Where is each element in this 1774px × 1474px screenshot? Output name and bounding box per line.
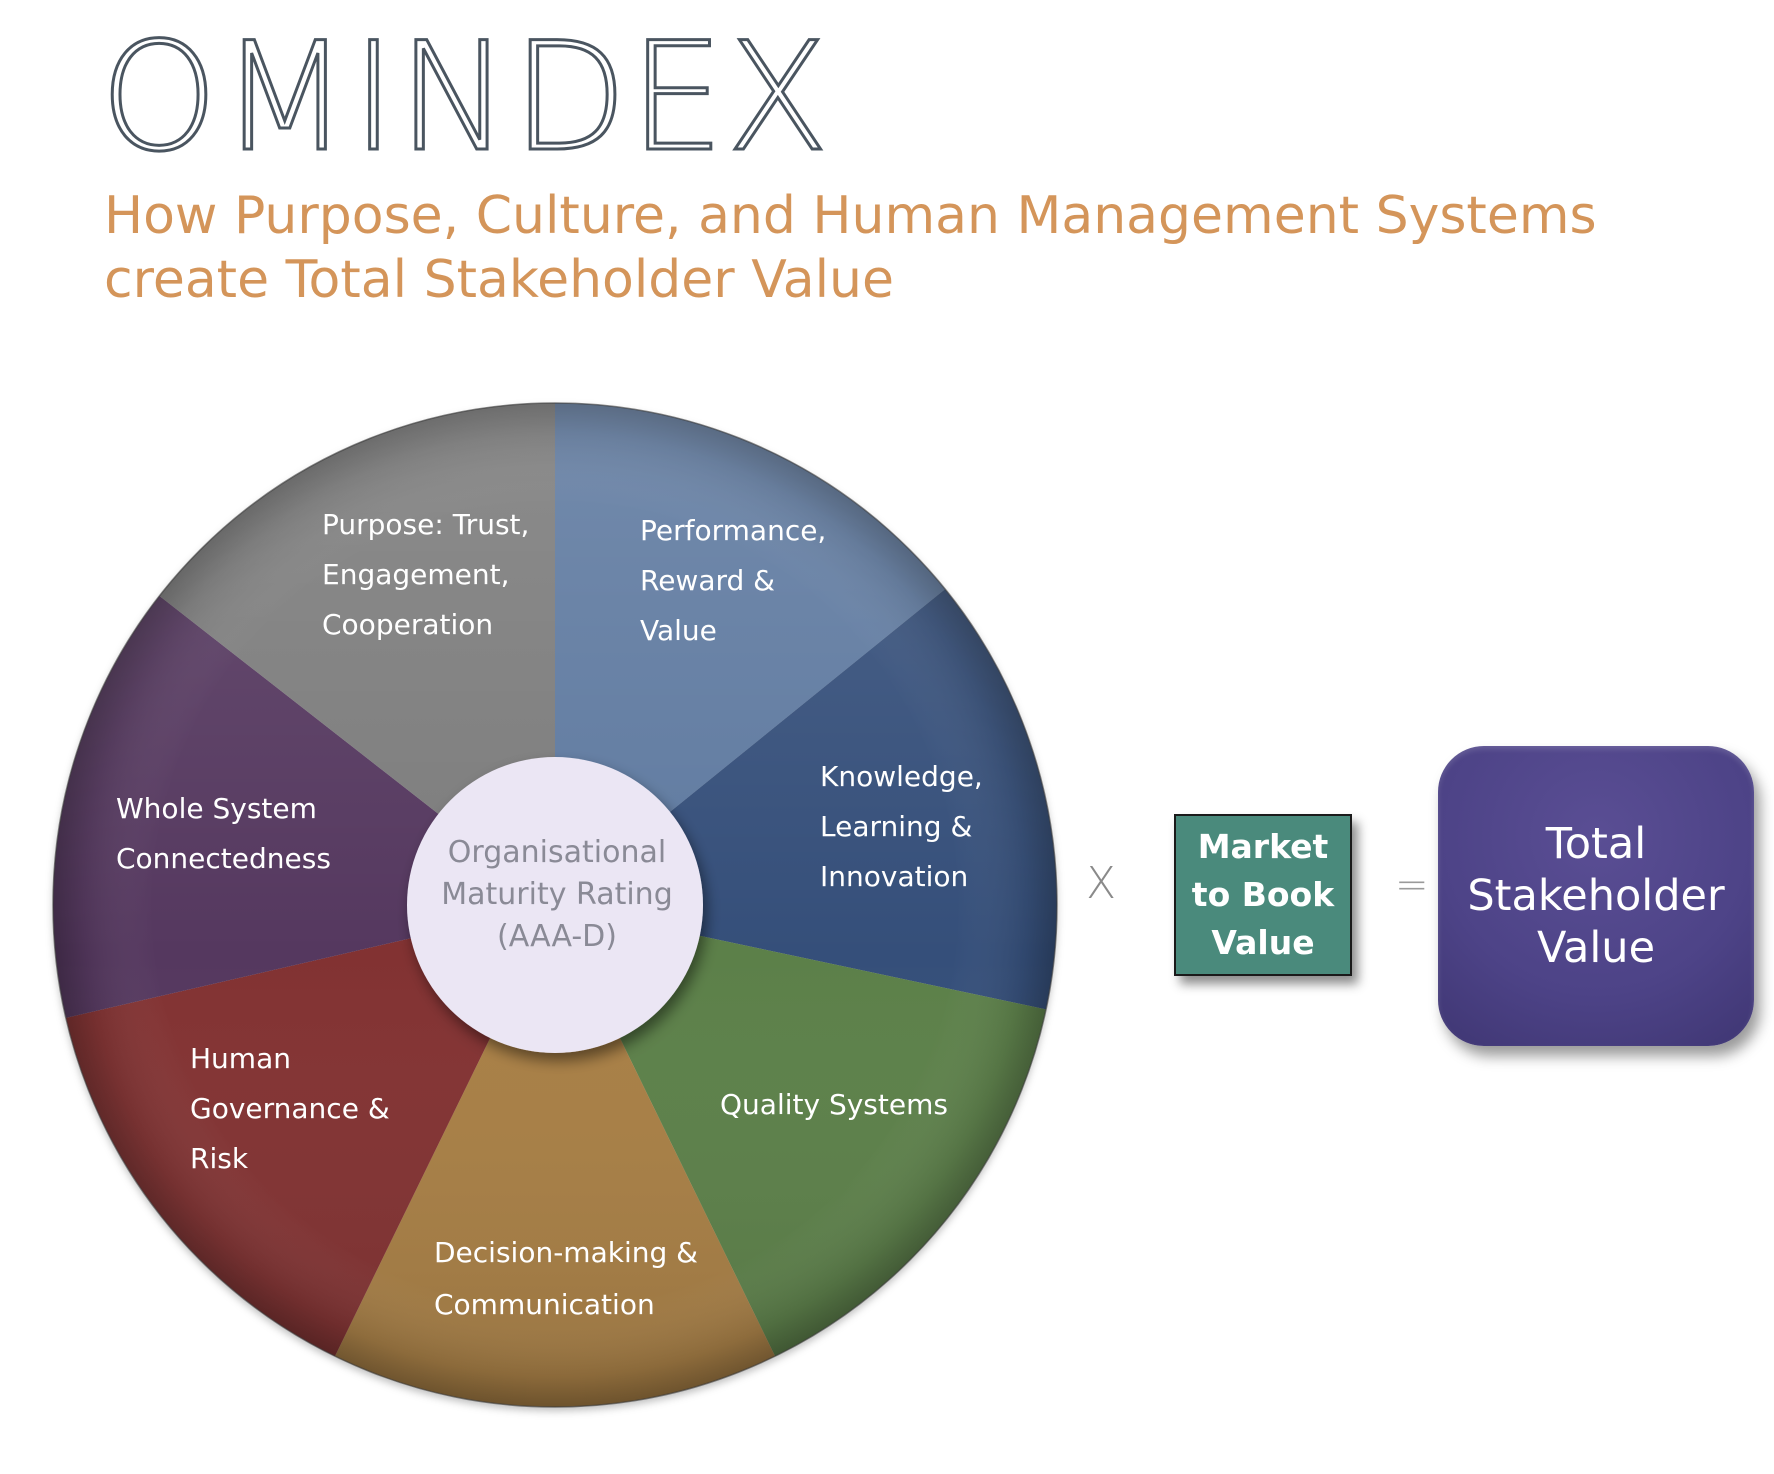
segment-label-line: Governance & [190,1092,390,1125]
subtitle-line-2: create Total Stakeholder Value [104,250,895,310]
segment-label-line: Whole System [116,792,317,825]
equals-sign: = [1395,862,1429,908]
segment-label-line: Engagement, [322,558,510,591]
segment-label-line: Reward & [640,564,775,597]
segment-label-purpose: Purpose: Trust, Engagement, Cooperation [322,508,529,641]
segment-label-line: Innovation [820,860,968,893]
segment-label-line: Risk [190,1142,249,1175]
subtitle-line-1: How Purpose, Culture, and Human Manageme… [104,186,1597,246]
segment-label-knowledge: Knowledge, Learning & Innovation [820,760,983,893]
market-line-3: Value [1211,923,1315,962]
segment-label-line: Learning & [820,810,972,843]
segment-label-performance: Performance, Reward & Value [640,514,826,647]
segment-label-line: Human [190,1042,291,1075]
segment-label-line: Value [640,614,717,647]
wheel-rim [52,402,1058,1408]
maturity-wheel-diagram: Purpose: Trust, Engagement, Cooperation Per… [52,402,1058,1408]
segment-label-line: Purpose: Trust, [322,508,529,541]
total-line-1: Total [1545,819,1647,869]
segment-label-line: Cooperation [322,608,493,641]
segment-label-quality: Quality Systems [720,1088,948,1121]
total-line-3: Value [1536,923,1656,973]
market-to-book-box: Market to Book Value [1174,814,1352,976]
segment-label-line: Communication [434,1288,655,1321]
wheel-hub [407,757,703,1053]
segment-label-decision: Decision-making & Communication [434,1236,698,1321]
subtitle: How Purpose, Culture, and Human Manageme… [104,184,1597,312]
segment-label-line: Quality Systems [720,1088,948,1121]
segment-label-line: Connectedness [116,842,331,875]
market-to-book-label: Market to Book Value [1192,823,1334,967]
segment-label-line: Performance, [640,514,826,547]
total-stakeholder-value-box: Total Stakeholder Value [1438,746,1754,1046]
page-title: OMINDEX [99,10,831,187]
hub-label-line: Maturity Rating [441,877,673,912]
segment-label-line: Knowledge, [820,760,983,793]
total-line-2: Stakeholder [1467,871,1725,921]
market-line-2: to Book [1191,875,1335,914]
segment-label-line: Decision-making & [434,1236,698,1269]
total-stakeholder-value-label: Total Stakeholder Value [1467,818,1724,974]
hub-label-line: (AAA-D) [497,919,617,954]
multiply-sign: X [1086,858,1117,909]
market-line-1: Market [1197,827,1329,866]
hub-label-line: Organisational [448,835,666,870]
